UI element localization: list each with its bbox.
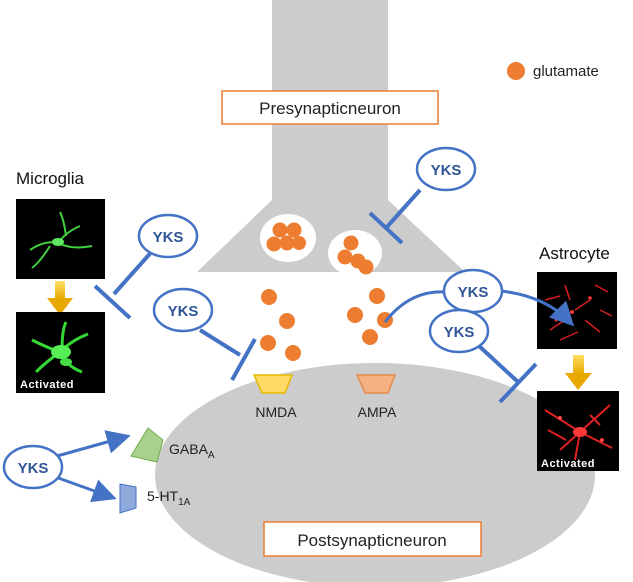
- svg-text:YKS: YKS: [153, 229, 184, 246]
- astrocyte-title: Astrocyte: [539, 244, 610, 263]
- microglia-activated-image: [16, 312, 105, 393]
- yks-bubble-postsynaptic: YKS: [2, 444, 64, 490]
- svg-text:YKS: YKS: [458, 284, 489, 301]
- yks-bubble-nmda: YKS: [152, 287, 214, 333]
- legend-glutamate-dot: [507, 62, 525, 80]
- astrocyte-activated-label: Activated: [541, 458, 595, 470]
- presynaptic-label: Presynapticneuron: [259, 99, 401, 118]
- postsynaptic-label-box: [263, 521, 482, 557]
- svg-text:YKS: YKS: [431, 162, 462, 179]
- presynaptic-label-box: [221, 90, 439, 125]
- vesicle-left: [260, 214, 316, 262]
- 5ht1a-label: 5-HT1A: [147, 488, 191, 508]
- nmda-receptor: [252, 374, 294, 394]
- vesicle-right: [328, 230, 382, 276]
- gaba-a-receptor: [130, 427, 164, 463]
- microglia-arrow: [55, 281, 65, 299]
- nmda-label: NMDA: [255, 404, 297, 420]
- astrocyte-activated-image: [537, 391, 619, 471]
- yks-inhibition-lines: [93, 188, 538, 404]
- svg-text:YKS: YKS: [444, 324, 475, 341]
- astrocyte-resting-image: [537, 272, 617, 349]
- 5ht1a-receptor: [119, 483, 137, 514]
- yks-bubble-presynaptic: YKS: [415, 146, 477, 192]
- yks-bubble-astrocyte-activation: YKS: [442, 268, 504, 314]
- gaba-a-label: GABAA: [169, 441, 215, 461]
- ampa-label: AMPA: [358, 404, 397, 420]
- microglia-activated-label: Activated: [20, 379, 74, 391]
- postsynaptic-label: Postsynapticneuron: [297, 531, 446, 550]
- yks-bubble-microglia: YKS: [137, 213, 199, 259]
- yks-arrows: [49, 289, 575, 503]
- legend-glutamate-label: glutamate: [533, 63, 599, 80]
- microglia-resting-image: [16, 199, 105, 279]
- ampa-receptor: [355, 374, 397, 394]
- svg-text:YKS: YKS: [168, 303, 199, 320]
- presynaptic-neuron: [197, 0, 465, 272]
- released-glutamate: [260, 288, 393, 361]
- microglia-title: Microglia: [16, 169, 85, 188]
- svg-text:YKS: YKS: [18, 460, 49, 477]
- astrocyte-arrow: [573, 355, 584, 374]
- yks-bubble-astrocyte-inhibition: YKS: [428, 308, 490, 354]
